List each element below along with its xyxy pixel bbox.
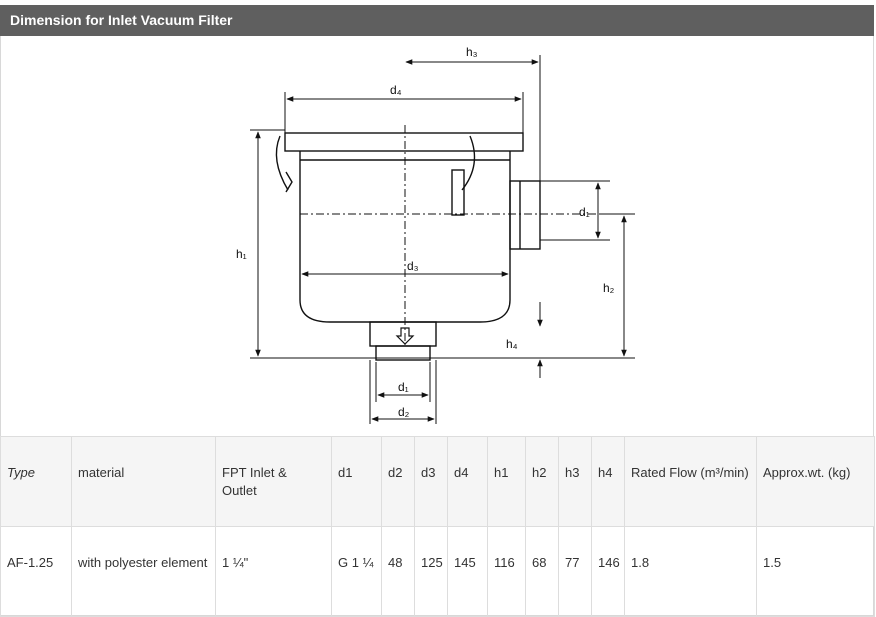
header-cell: h2 (525, 436, 559, 527)
label-d3: d₃ (407, 259, 419, 273)
label-d1-bottom: d₁ (398, 380, 409, 394)
table-cell: 145 (447, 526, 488, 617)
label-d4: d₄ (390, 83, 402, 97)
header-cell: Rated Flow (m³/min) (624, 436, 757, 527)
label-d1-side: d₁ (579, 205, 590, 219)
dimension-lines (255, 59, 627, 422)
table-header-row: Type material FPT Inlet & Outlet d1 d2 d… (0, 436, 875, 527)
table-cell: AF-1.25 (0, 526, 72, 617)
header-cell: d3 (414, 436, 448, 527)
table-cell: 1.8 (624, 526, 757, 617)
page-title: Dimension for Inlet Vacuum Filter (0, 5, 874, 36)
header-cell: h1 (487, 436, 526, 527)
label-h4: h₄ (506, 337, 518, 351)
header-cell: h4 (591, 436, 625, 527)
specification-table: Type material FPT Inlet & Outlet d1 d2 d… (0, 436, 875, 617)
header-cell: d2 (381, 436, 415, 527)
table-cell: 1.5 (756, 526, 875, 617)
label-h1: h₁ (236, 247, 247, 261)
header-cell: Approx.wt. (kg) (756, 436, 875, 527)
table-cell: 125 (414, 526, 448, 617)
table-cell: 77 (558, 526, 592, 617)
header-cell: Type (0, 436, 72, 527)
table-cell: G 1 ¼ (331, 526, 382, 617)
table-cell: 48 (381, 526, 415, 617)
label-h3: h₃ (466, 45, 478, 59)
center-lines (300, 125, 600, 345)
header-cell: FPT Inlet & Outlet (215, 436, 332, 527)
table-cell: 68 (525, 526, 559, 617)
header-cell: d4 (447, 436, 488, 527)
filter-body (275, 132, 541, 361)
table-cell: 116 (487, 526, 526, 617)
label-d2: d₂ (398, 405, 410, 419)
table-row: AF-1.25 with polyester element 1 ¼" G 1 … (0, 526, 875, 617)
header-cell: material (71, 436, 216, 527)
header-cell: h3 (558, 436, 592, 527)
extension-lines (250, 55, 635, 424)
filter-dimension-drawing: h₃ d₄ h₁ d₁ d₃ h₂ h₄ d₁ d₂ (236, 45, 635, 424)
label-h2: h₂ (603, 281, 615, 295)
table-cell: 1 ¼" (215, 526, 332, 617)
table-cell: with polyester element (71, 526, 216, 617)
header-cell: d1 (331, 436, 382, 527)
table-cell: 146 (591, 526, 625, 617)
flow-arrow-icon (395, 327, 415, 345)
